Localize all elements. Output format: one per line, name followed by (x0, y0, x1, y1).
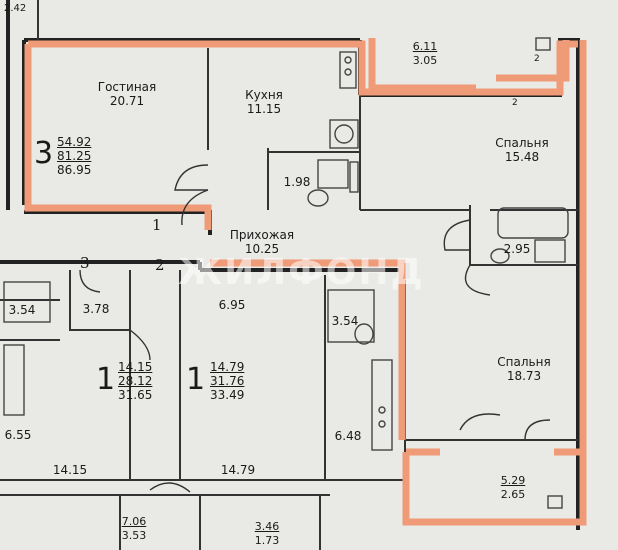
entrance-1: 1 (152, 216, 162, 234)
apt-1a-areas: 14.15 28.12 31.65 (118, 360, 152, 402)
balcony-left-reduced: 3.53 (121, 529, 147, 542)
doors (79, 164, 551, 493)
balcony-mid-reduced: 1.73 (254, 534, 280, 547)
room-bedroom-1: Спальня 15.48 (495, 136, 548, 164)
room-kitchen-area: 11.15 (246, 102, 282, 116)
balcony-left: 7.06 3.53 (122, 515, 147, 543)
room-living: Гостиная 20.71 (98, 80, 156, 108)
apt-1b-rooms: 1 (186, 362, 206, 397)
entrance-3: 3 (80, 254, 90, 272)
room-bedroom-1-area: 15.48 (504, 150, 540, 164)
window-mark-1: 2 (534, 54, 540, 64)
balcony-left-area: 7.06 (121, 515, 147, 528)
hall-small-area: 3.78 (82, 302, 110, 316)
apt-1b-total: 31.76 (210, 374, 245, 388)
window-mark-2: 2 (512, 98, 518, 108)
bath-main-area: 1.98 (283, 175, 311, 189)
room-hall: Прихожая 10.25 (230, 228, 294, 256)
room-a-area: 14.15 (52, 463, 88, 477)
watermark: ЖИЛФОНД (178, 252, 425, 293)
room-b-area: 14.79 (220, 463, 256, 477)
apt-1a-rooms: 1 (96, 362, 116, 397)
apt-3-rooms: 3 (34, 136, 54, 171)
apt-3-living: 54.92 (57, 135, 92, 149)
apt-3-with-balcony: 86.95 (57, 163, 92, 177)
balcony-mid: 3.46 1.73 (255, 520, 280, 548)
room-b-side-area: 6.48 (334, 429, 362, 443)
apt-1b-with-balcony: 33.49 (210, 388, 245, 402)
room-hall-label: Прихожая (229, 228, 295, 242)
balcony-top-area: 6.11 (412, 40, 438, 53)
room-hall-area: 10.25 (244, 242, 280, 256)
apt-3-areas: 54.92 81.25 86.95 (57, 135, 91, 177)
balcony-bottom: 5.29 2.65 (501, 474, 526, 502)
corridor-area: 6.95 (218, 298, 246, 312)
room-bedroom-2-area: 18.73 (506, 369, 542, 383)
room-a-side-area: 6.55 (4, 428, 32, 442)
balcony-bottom-reduced: 2.65 (500, 488, 526, 501)
apt-1b-areas: 14.79 31.76 33.49 (210, 360, 244, 402)
room-bedroom-1-label: Спальня (495, 136, 549, 150)
corner-dimension: 2.42 (4, 3, 27, 14)
bath-b-area: 3.54 (331, 314, 359, 328)
balcony-top: 6.11 3.05 (413, 40, 438, 68)
apt-1a-living: 14.15 (118, 360, 153, 374)
room-kitchen-label: Кухня (245, 88, 283, 102)
bath-2-area: 2.95 (503, 242, 531, 256)
entrance-2: 2 (155, 256, 165, 274)
apt-3-total: 81.25 (57, 149, 92, 163)
balcony-mid-area: 3.46 (254, 520, 280, 533)
apt-1b-living: 14.79 (210, 360, 245, 374)
bath-a-area: 3.54 (8, 303, 36, 317)
balcony-bottom-area: 5.29 (500, 474, 526, 487)
room-bedroom-2-label: Спальня (497, 355, 551, 369)
apt-1a-with-balcony: 31.65 (118, 388, 153, 402)
apt-1a-total: 28.12 (118, 374, 153, 388)
room-living-area: 20.71 (109, 94, 145, 108)
apartment-highlight (24, 38, 587, 526)
room-living-label: Гостиная (97, 80, 157, 94)
room-kitchen: Кухня 11.15 (245, 88, 283, 116)
room-bedroom-2: Спальня 18.73 (497, 355, 550, 383)
balcony-top-reduced: 3.05 (412, 54, 438, 67)
fixtures (3, 37, 569, 509)
